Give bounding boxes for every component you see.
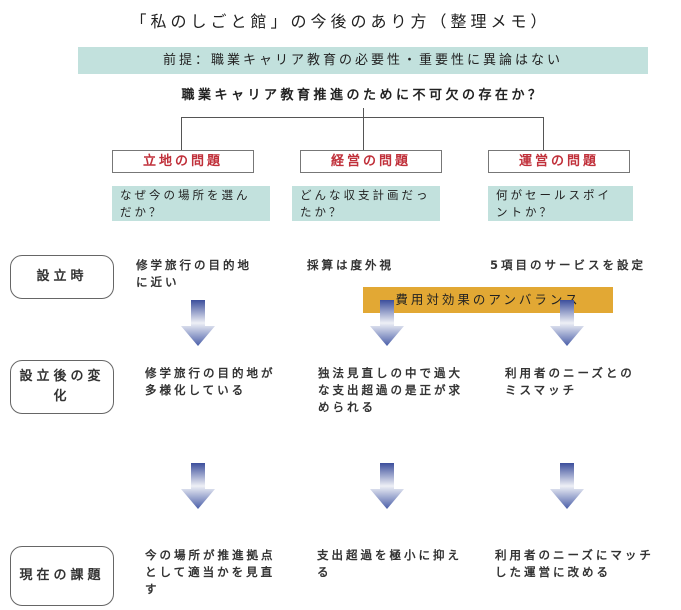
tree-connector bbox=[363, 108, 364, 150]
cell-founding-management: 採算は度外視 bbox=[307, 258, 394, 272]
row-label-current: 現在の課題 bbox=[10, 546, 114, 606]
page-title: 「私のしごと館」の今後のあり方（整理メモ） bbox=[130, 12, 551, 31]
heading-location: 立地の問題 bbox=[112, 150, 254, 173]
cell-current-operation: 利用者のニーズにマッチした運営に改める bbox=[495, 548, 654, 579]
central-question: 職業キャリア教育推進のために不可欠の存在か？ bbox=[181, 88, 545, 103]
tree-connector bbox=[181, 117, 182, 150]
row-label-change: 設立後の変化 bbox=[10, 360, 114, 414]
heading-operation: 運営の問題 bbox=[488, 150, 630, 173]
question-location: なぜ今の場所を選んだか？ bbox=[112, 186, 270, 221]
down-arrow-icon bbox=[181, 463, 215, 509]
heading-management: 経営の問題 bbox=[300, 150, 442, 173]
down-arrow-icon bbox=[550, 463, 584, 509]
cell-founding-operation: 5項目のサービスを設定 bbox=[490, 258, 647, 272]
down-arrow-icon bbox=[370, 463, 404, 509]
tree-connector bbox=[543, 117, 544, 150]
question-operation: 何がセールスポイントか？ bbox=[488, 186, 633, 221]
tree-connector bbox=[181, 117, 544, 118]
question-management: どんな収支計画だったか？ bbox=[292, 186, 440, 221]
cell-current-location: 今の場所が推進拠点として適当かを見直す bbox=[145, 548, 276, 596]
down-arrow-icon bbox=[181, 300, 215, 346]
cell-change-management: 独法見直しの中で過大な支出超過の是正が求められる bbox=[318, 366, 463, 414]
row-label-founding: 設立時 bbox=[10, 255, 114, 299]
premise-box: 前提：職業キャリア教育の必要性・重要性に異論はない bbox=[78, 47, 648, 74]
down-arrow-icon bbox=[550, 300, 584, 346]
cell-current-management: 支出超過を極小に抑える bbox=[317, 548, 462, 579]
down-arrow-icon bbox=[370, 300, 404, 346]
cell-change-operation: 利用者のニーズとのミスマッチ bbox=[505, 366, 635, 397]
cell-founding-location: 修学旅行の目的地に近い bbox=[136, 258, 252, 289]
cell-change-location: 修学旅行の目的地が多様化している bbox=[145, 366, 276, 397]
